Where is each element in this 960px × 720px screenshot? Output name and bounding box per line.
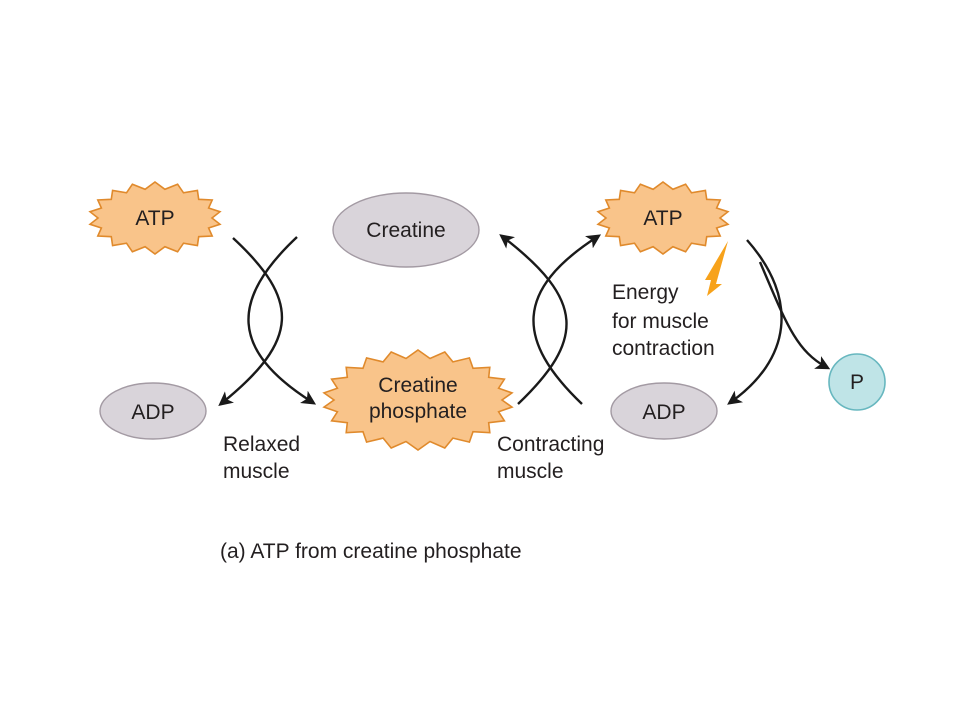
figure-caption: (a) ATP from creatine phosphate — [220, 540, 522, 563]
adp-right-ellipse — [610, 382, 718, 440]
creatine-ellipse — [332, 192, 480, 268]
arrow-atp-to-adp — [218, 237, 284, 407]
energy-label-line3: contraction — [612, 337, 715, 360]
atp-right-burst — [596, 181, 730, 255]
arrow-creatine-phosphate-to-creatine — [499, 234, 568, 405]
relaxed-muscle-label-line2: muscle — [223, 460, 290, 483]
atp-left-burst — [88, 181, 222, 255]
creatine-phosphate-burst — [322, 349, 514, 451]
arrow-adp-to-atp — [532, 234, 602, 405]
energy-arrow-icon — [705, 241, 728, 296]
adp-left-ellipse — [99, 382, 207, 440]
atp-right-label: ATP — [643, 207, 682, 230]
arrow-atp-to-phosphate — [758, 261, 831, 370]
adp-right-label: ADP — [642, 401, 685, 424]
contracting-muscle-label-line1: Contracting — [497, 433, 604, 456]
creatine-label: Creatine — [366, 219, 445, 242]
phosphate-label: P — [850, 371, 864, 394]
energy-label-line2: for muscle — [612, 310, 709, 333]
energy-label-line1: Energy — [612, 281, 679, 304]
phosphate-circle — [828, 353, 886, 411]
arrow-creatine-to-creatine-phosphate — [247, 236, 317, 405]
relaxed-muscle-label-line1: Relaxed — [223, 433, 300, 456]
adp-left-label: ADP — [131, 401, 174, 424]
creatine-phosphate-label-line1: Creatine — [378, 374, 457, 397]
arrow-atp-to-adp-right — [727, 239, 783, 405]
atp-left-label: ATP — [135, 207, 174, 230]
creatine-phosphate-label-line2: phosphate — [369, 400, 467, 423]
contracting-muscle-label-line2: muscle — [497, 460, 564, 483]
